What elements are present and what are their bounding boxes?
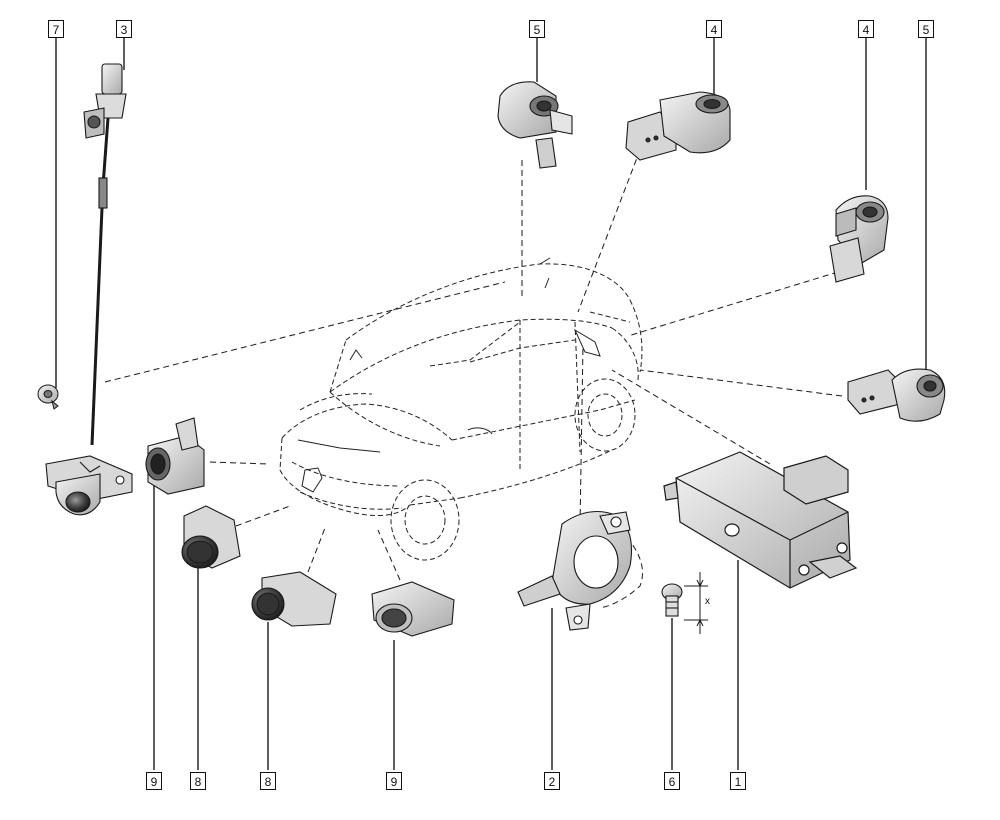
rear-camera	[45, 455, 133, 516]
callout-4-top: 4	[706, 20, 722, 38]
callout-9-right: 9	[386, 772, 402, 790]
clip-part-6	[661, 583, 683, 617]
callout-1: 1	[730, 772, 746, 790]
sensor-part-4-right	[829, 195, 889, 283]
sensor-part-9-right	[371, 581, 455, 637]
callout-4-right: 4	[858, 20, 874, 38]
sensor-part-8-b	[251, 571, 337, 627]
callout-5-right: 5	[918, 20, 934, 38]
callout-7: 7	[48, 20, 64, 38]
dimension-x	[684, 572, 708, 634]
leader-lines	[55, 38, 927, 770]
sensor-part-8-a	[181, 505, 241, 569]
vehicle-wheels	[390, 378, 636, 561]
vehicle-details	[297, 257, 601, 493]
sensor-part-9-left	[145, 417, 205, 495]
assembly-dashed-lines	[104, 149, 843, 609]
screw-part-7	[37, 384, 59, 410]
callout-8-a: 8	[190, 772, 206, 790]
callout-2: 2	[544, 772, 560, 790]
callout-8-b: 8	[260, 772, 276, 790]
callout-5-top: 5	[529, 20, 545, 38]
callout-9-left: 9	[146, 772, 162, 790]
sensor-part-5-right	[847, 368, 946, 422]
control-unit-part-1	[663, 451, 858, 589]
sensor-part-4-top	[625, 91, 731, 161]
callout-3: 3	[116, 20, 132, 38]
sensor-part-5-top	[497, 81, 573, 169]
buzzer-part-2	[517, 510, 633, 631]
camera-harness-part-3	[83, 63, 127, 446]
dimension-x-label: x	[705, 596, 710, 607]
callout-6: 6	[664, 772, 680, 790]
vehicle-outline	[279, 263, 643, 517]
